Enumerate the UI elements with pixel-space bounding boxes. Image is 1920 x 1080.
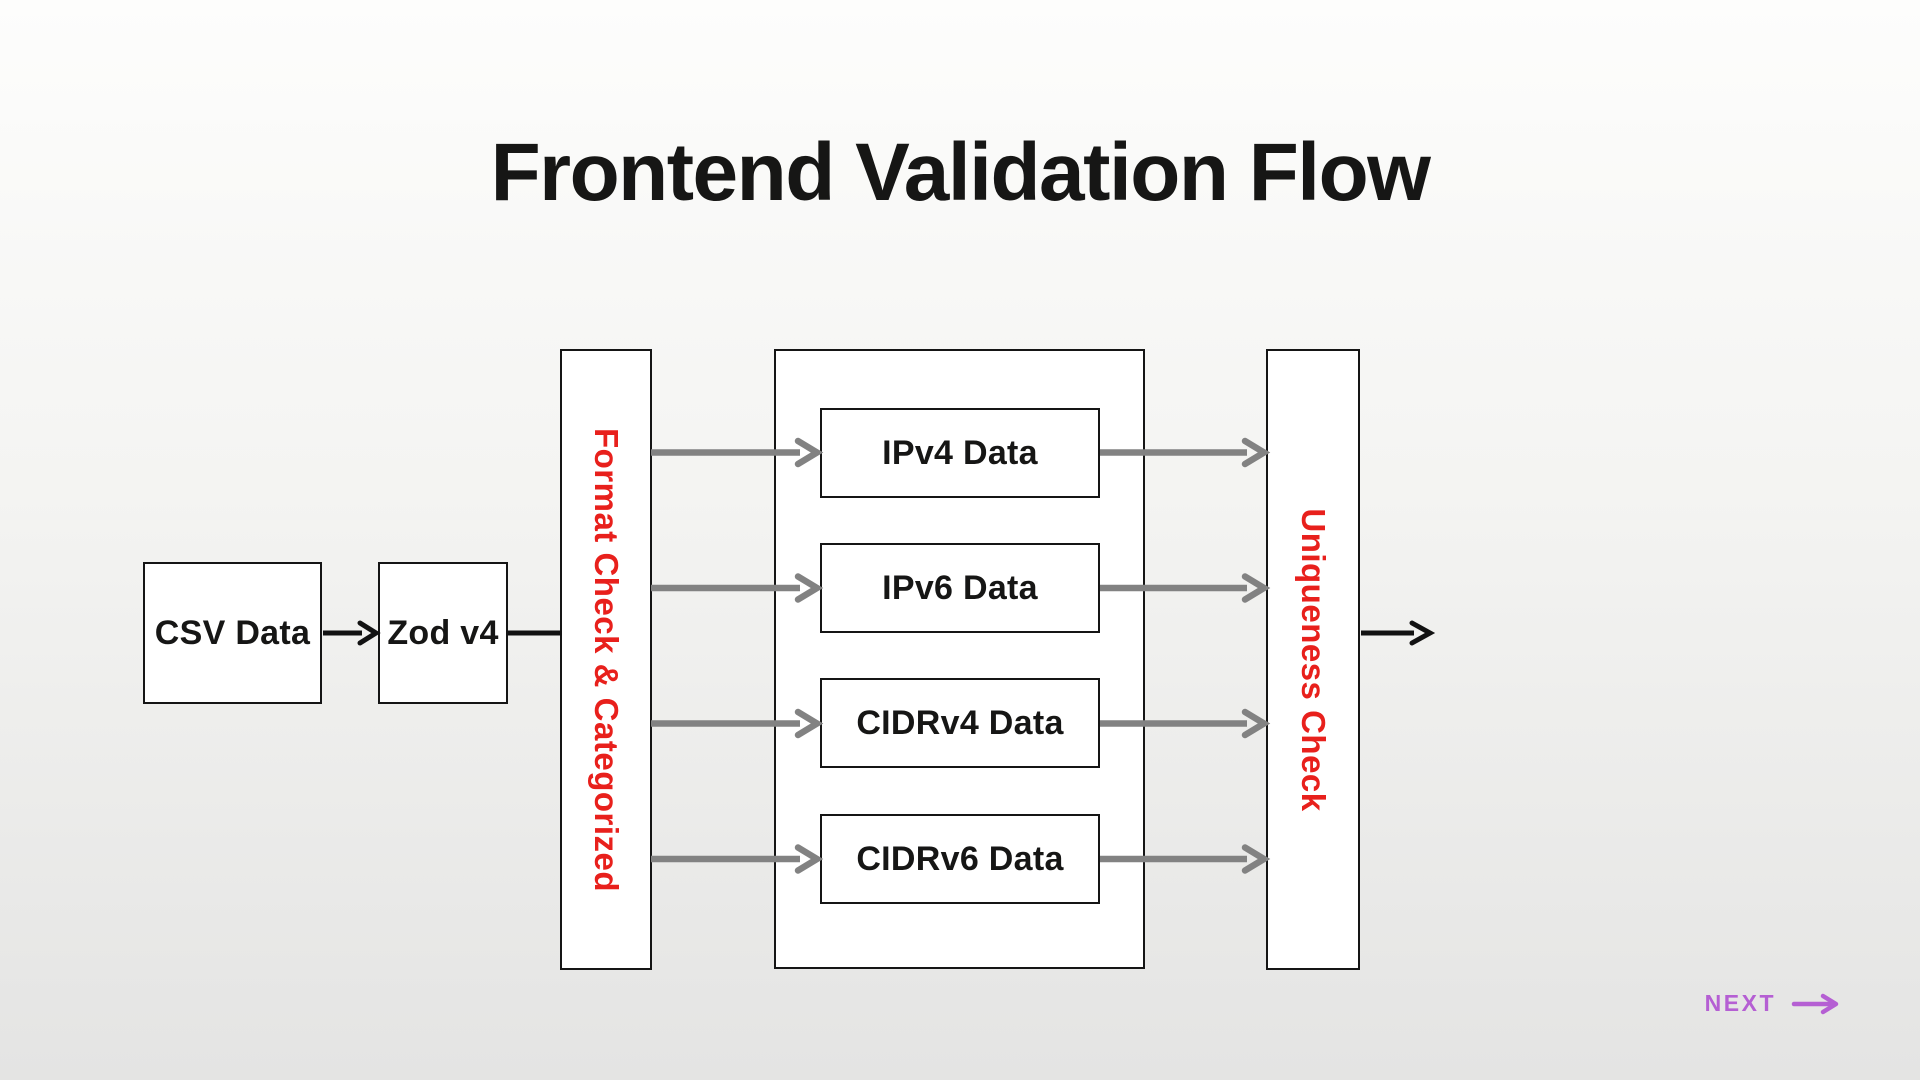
- node-cidrv6-data: CIDRv6 Data: [820, 814, 1100, 904]
- node-label-vertical: Uniqueness Check: [1295, 507, 1332, 812]
- next-arrow-icon: [1791, 993, 1839, 1014]
- arrow-uniqueness-exit: [1361, 620, 1436, 646]
- node-label: IPv4 Data: [882, 433, 1038, 472]
- arrow-csv-to-zod: [323, 620, 381, 646]
- node-label: CIDRv6 Data: [856, 839, 1064, 878]
- node-cidrv4-data: CIDRv4 Data: [820, 678, 1100, 768]
- node-label: CIDRv4 Data: [856, 703, 1064, 742]
- node-label: IPv6 Data: [882, 568, 1038, 607]
- node-ipv6-data: IPv6 Data: [820, 543, 1100, 633]
- node-zod-v4: Zod v4: [378, 562, 508, 704]
- node-uniqueness-check: Uniqueness Check: [1266, 349, 1360, 970]
- node-label: Zod v4: [387, 613, 499, 652]
- page-title: Frontend Validation Flow: [490, 127, 1431, 218]
- node-ipv4-data: IPv4 Data: [820, 408, 1100, 498]
- node-label-vertical: Format Check & Categorized: [588, 427, 625, 892]
- next-label: NEXT: [1704, 990, 1776, 1016]
- node-csv-data: CSV Data: [143, 562, 322, 704]
- next-button[interactable]: NEXT: [1705, 990, 1840, 1017]
- node-format-check: Format Check & Categorized: [560, 349, 652, 970]
- category-group-box: IPv4 Data IPv6 Data CIDRv4 Data CIDRv6 D…: [774, 349, 1145, 969]
- node-label: CSV Data: [154, 613, 311, 652]
